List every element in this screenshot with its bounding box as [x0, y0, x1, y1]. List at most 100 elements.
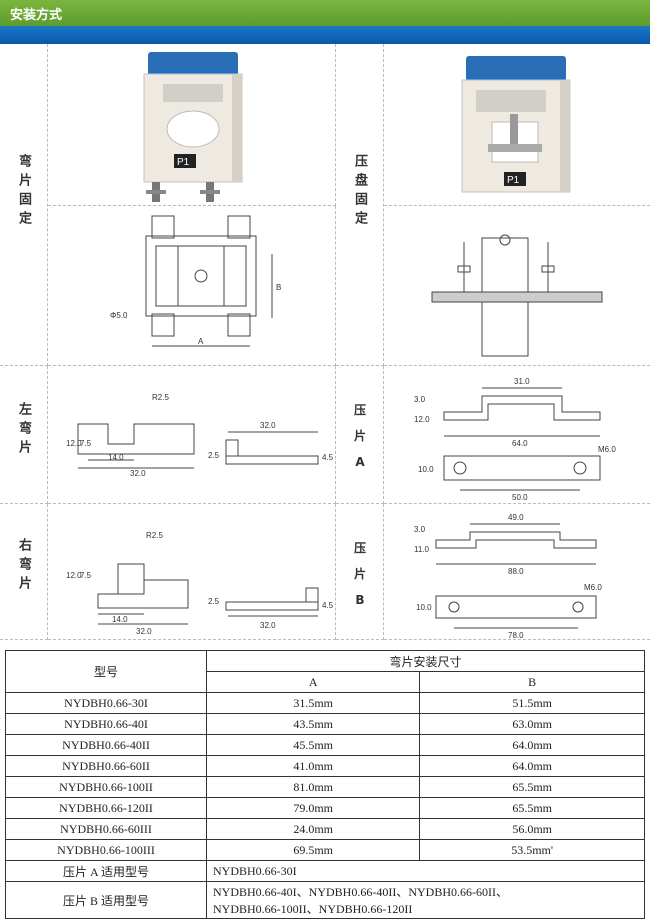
- dim-a-500: 50.0: [512, 493, 528, 502]
- dim-b-110: 11.0: [414, 545, 430, 554]
- label-press-fix: 压盘固定: [352, 154, 367, 230]
- drawing-press-b: 3.0 49.0 11.0 88.0 10.0 M6.0 78.0: [414, 513, 602, 640]
- press-b-models-line1: NYDBH0.66-40I、NYDBH0.66-40II、NYDBH0.66-6…: [213, 885, 508, 899]
- drawing-cell-right-bend: R2.5 12.0 7.5 14.0 32.0 32.0 2.5 4.5: [48, 504, 336, 640]
- press-b-models: NYDBH0.66-40I、NYDBH0.66-40II、NYDBH0.66-6…: [206, 881, 645, 919]
- dim-a-m60: M6.0: [598, 445, 616, 454]
- photo-p1-label-2: P1: [507, 175, 520, 186]
- cell-b: 56.0mm: [419, 818, 645, 840]
- label-cell-press-fix: 压盘固定: [336, 44, 384, 366]
- dim-b-490: 49.0: [508, 513, 524, 522]
- section-header-bar: 安装方式: [0, 0, 650, 26]
- label-right-bend: 右弯片: [16, 538, 31, 595]
- th-col-b: B: [419, 671, 645, 693]
- dim-b-m60: M6.0: [584, 583, 602, 592]
- label-press-a-2: 片: [353, 429, 366, 443]
- press-b-label: 压片 B 适用型号: [5, 881, 207, 919]
- label-press-b-1: 压: [353, 541, 366, 555]
- dim-r-75: 7.5: [80, 571, 92, 580]
- dim-320: 32.0: [130, 469, 146, 478]
- dim-a: A: [198, 337, 204, 346]
- label-press-b-2: 片: [353, 567, 366, 581]
- cell-model: NYDBH0.66-120II: [5, 797, 207, 819]
- dim-120: 12.0: [66, 439, 82, 448]
- drawing-cell-left-bend: R2.5 12.0 7.5 14.0 32.0 32.0 2.5 4.5: [48, 366, 336, 504]
- label-press-b-3: B: [355, 593, 365, 607]
- dim-75: 7.5: [80, 439, 92, 448]
- dim-a-640: 64.0: [512, 439, 528, 448]
- label-cell-left-bend: 左弯片: [0, 366, 48, 504]
- photo-transformer-press: P1: [461, 56, 571, 193]
- dim-r-120: 12.0: [66, 571, 82, 580]
- th-model: 型号: [5, 650, 207, 693]
- photo-cell-press: P1: [384, 44, 650, 206]
- cell-b: 63.0mm: [419, 713, 645, 735]
- drawing-bent-fix: Φ5.0 A B: [110, 215, 281, 347]
- cell-b: 53.5mm': [419, 839, 645, 861]
- dim-r25: R2.5: [152, 393, 169, 402]
- cell-a: 79.0mm: [205, 797, 421, 819]
- label-cell-press-b: 压 片 B: [336, 504, 384, 640]
- photo-p1-label: P1: [177, 157, 190, 168]
- photo-transformer-bent: P1: [143, 52, 243, 202]
- installation-grid: 弯片固定 P1 压盘固定 P1: [0, 44, 650, 640]
- dim-b-780: 78.0: [508, 631, 524, 640]
- cell-model: NYDBH0.66-100II: [5, 776, 207, 798]
- drawing-cell-bent-fix: Φ5.0 A B: [48, 206, 336, 366]
- cell-model: NYDBH0.66-60II: [5, 755, 207, 777]
- drawing-cell-press-b: 3.0 49.0 11.0 88.0 10.0 M6.0 78.0: [384, 504, 650, 640]
- dim-a-120: 12.0: [414, 415, 430, 424]
- cell-model: NYDBH0.66-40II: [5, 734, 207, 756]
- section-title: 安装方式: [10, 8, 63, 23]
- label-press-a-3: A: [355, 455, 365, 469]
- dim-b: B: [276, 283, 281, 292]
- press-b-models-line2: NYDBH0.66-100II、NYDBH0.66-120II: [213, 902, 413, 916]
- dim-320b: 32.0: [260, 421, 276, 430]
- label-left-bend: 左弯片: [16, 402, 31, 459]
- cell-b: 64.0mm: [419, 755, 645, 777]
- dim-b-880: 88.0: [508, 567, 524, 576]
- dim-r-25: 2.5: [208, 597, 220, 606]
- cell-a: 31.5mm: [205, 692, 421, 714]
- cell-b: 65.5mm: [419, 797, 645, 819]
- cell-a: 81.0mm: [205, 776, 421, 798]
- photo-cell-bent: P1: [48, 44, 336, 206]
- dim-r-320: 32.0: [136, 627, 152, 636]
- cell-b: 51.5mm: [419, 692, 645, 714]
- dim-r-320b: 32.0: [260, 621, 276, 630]
- drawing-right-bend: R2.5 12.0 7.5 14.0 32.0 32.0 2.5 4.5: [66, 531, 334, 636]
- th-dim: 弯片安装尺寸: [206, 650, 645, 672]
- drawing-press-a: 3.0 31.0 12.0 64.0 10.0 M6.0 50.0: [414, 377, 616, 502]
- cell-b: 65.5mm: [419, 776, 645, 798]
- dim-a-100: 10.0: [418, 465, 434, 474]
- press-a-models: NYDBH0.66-30I: [206, 860, 645, 882]
- cell-a: 69.5mm: [205, 839, 421, 861]
- drawing-cell-press-fix: [384, 206, 650, 366]
- cell-model: NYDBH0.66-100III: [5, 839, 207, 861]
- label-cell-press-a: 压 片 A: [336, 366, 384, 504]
- dim-25: 2.5: [208, 451, 220, 460]
- press-a-label: 压片 A 适用型号: [5, 860, 207, 882]
- dim-a-310: 31.0: [514, 377, 530, 386]
- dim-b-30: 3.0: [414, 525, 426, 534]
- cell-model: NYDBH0.66-30I: [5, 692, 207, 714]
- label-press-a-1: 压: [353, 403, 366, 417]
- dim-45: 4.5: [322, 453, 334, 462]
- dim-r-140: 14.0: [112, 615, 128, 624]
- drawing-press-fix: [431, 234, 603, 357]
- section-blue-bar: [0, 26, 650, 44]
- cell-a: 24.0mm: [205, 818, 421, 840]
- label-bent-fix: 弯片固定: [16, 154, 31, 230]
- cell-a: 43.5mm: [205, 713, 421, 735]
- dim-rr25: R2.5: [146, 531, 163, 540]
- cell-model: NYDBH0.66-60III: [5, 818, 207, 840]
- dim-r-45: 4.5: [322, 601, 334, 610]
- cell-a: 41.0mm: [205, 755, 421, 777]
